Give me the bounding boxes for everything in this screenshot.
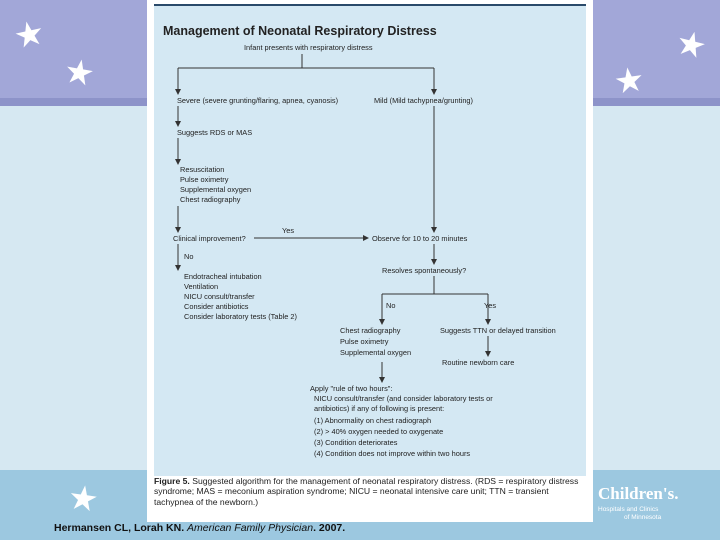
- list-item: Resuscitation: [180, 165, 225, 174]
- citation-authors: Hermansen CL, Lorah KN.: [54, 522, 185, 534]
- node-suggests-ttn: Suggests TTN or delayed transition: [440, 326, 556, 335]
- list-item: Chest radiography: [340, 326, 401, 335]
- node-suggests: Suggests RDS or MAS: [177, 128, 253, 137]
- logo-subtitle: Hospitals and Clinics of Minnesota: [598, 506, 661, 522]
- logo-name: Children's.: [598, 484, 679, 503]
- list-item: Pulse oximetry: [340, 337, 389, 346]
- list-item: Supplemental oxygen: [180, 185, 252, 194]
- list-item: Endotracheal intubation: [184, 272, 262, 281]
- citation-journal: American Family Physician: [187, 522, 314, 534]
- caption-text: Suggested algorithm for the management o…: [154, 476, 579, 507]
- logo-subtitle-line: of Minnesota: [624, 514, 662, 521]
- list-item: Ventilation: [184, 282, 219, 291]
- node-mild: Mild (Mild tachypnea/grunting): [374, 96, 473, 105]
- childrens-logo: Children's. Hospitals and Clinics of Min…: [594, 484, 714, 532]
- rule-line: Apply "rule of two hours":: [310, 384, 393, 393]
- node-clinical-improvement: Clinical improvement?: [173, 234, 246, 243]
- figure-title: Management of Neonatal Respiratory Distr…: [163, 24, 437, 38]
- node-severe: Severe (severe grunting/flaring, apnea, …: [177, 96, 339, 105]
- edge-label-no: No: [386, 301, 396, 310]
- list-item: Consider laboratory tests (Table 2): [184, 312, 297, 321]
- rule-line: (3) Condition deteriorates: [314, 438, 398, 447]
- rule-line: (4) Condition does not improve within tw…: [314, 449, 471, 458]
- star-icon: ★: [611, 59, 648, 103]
- edge-label-no: No: [184, 252, 194, 261]
- list-item: Consider antibiotics: [184, 302, 249, 311]
- node-observe: Observe for 10 to 20 minutes: [372, 234, 468, 243]
- list-item: NICU consult/transfer: [184, 292, 255, 301]
- node-resolves: Resolves spontaneously?: [382, 266, 467, 275]
- citation: Hermansen CL, Lorah KN. American Family …: [54, 522, 345, 534]
- citation-year: . 2007.: [313, 522, 346, 534]
- slide-panel: Management of Neonatal Respiratory Distr…: [147, 0, 593, 522]
- list-item: Supplemental oxygen: [340, 348, 412, 357]
- list-item: Chest radiography: [180, 195, 241, 204]
- edge-label-yes: Yes: [282, 226, 295, 235]
- node-start: Infant presents with respiratory distres…: [244, 43, 373, 52]
- rule-line: (2) > 40% oxygen needed to oxygenate: [314, 427, 444, 436]
- caption-label: Figure 5.: [154, 476, 190, 486]
- flowchart-figure: Management of Neonatal Respiratory Distr…: [154, 4, 586, 476]
- node-routine-care: Routine newborn care: [442, 358, 515, 367]
- star-icon: ★: [65, 477, 102, 521]
- list-item: Pulse oximetry: [180, 175, 229, 184]
- logo-subtitle-line: Hospitals and Clinics: [598, 506, 659, 513]
- rule-line: (1) Abnormality on chest radiograph: [314, 416, 432, 425]
- figure-caption: Figure 5. Suggested algorithm for the ma…: [154, 476, 586, 507]
- star-icon: ★: [60, 50, 98, 96]
- flowchart-connectors: [175, 54, 491, 383]
- rule-line: NICU consult/transfer (and consider labo…: [314, 394, 493, 403]
- rule-line: antibiotics) if any of following is pres…: [314, 404, 445, 413]
- edge-label-yes: Yes: [484, 301, 497, 310]
